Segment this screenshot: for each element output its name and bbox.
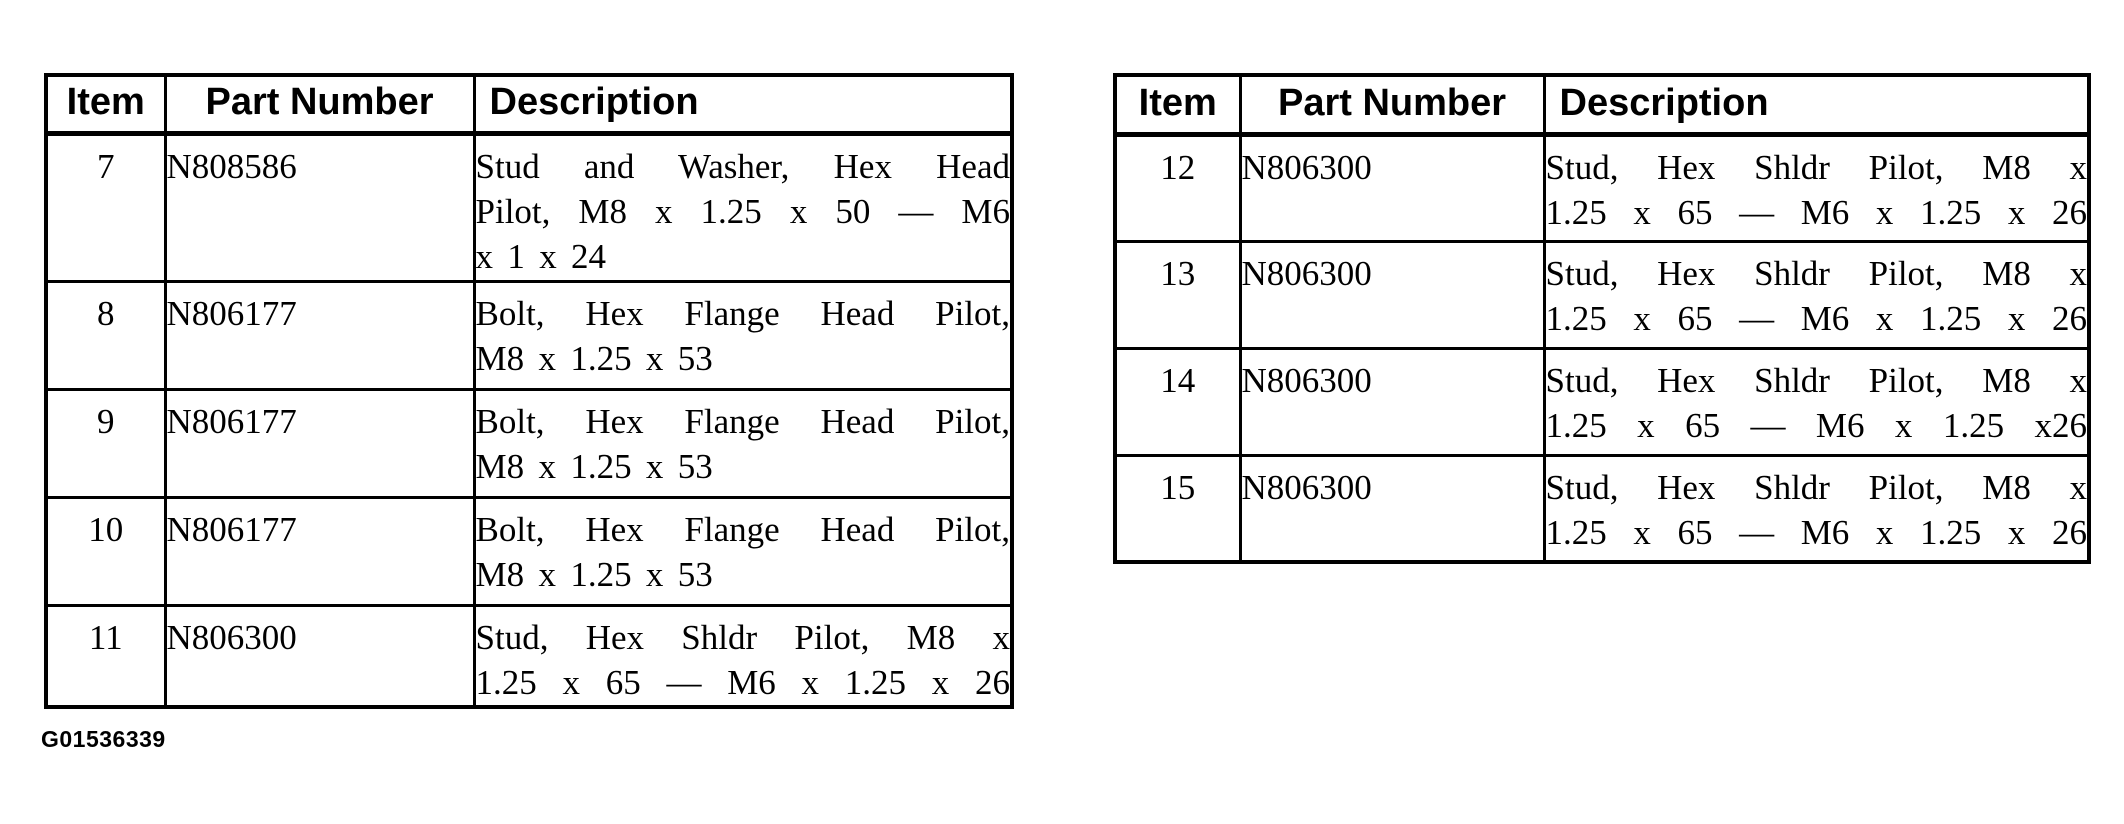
description-cell: Stud, Hex Shldr Pilot, M8 x 1.25 x 65 — … <box>1542 346 2091 457</box>
description-line: 1.25 x 65 — M6 x 1.25 x 26 <box>1545 298 2087 338</box>
description-line: x 1 x 24 <box>475 236 607 276</box>
table-row: 10 N806177 Bolt, Hex Flange Head Pilot, … <box>44 495 1014 607</box>
description-cell: Bolt, Hex Flange Head Pilot, M8 x 1.25 x… <box>472 495 1014 607</box>
description-cell: Stud, Hex Shldr Pilot, M8 x 1.25 x 65 — … <box>1542 453 2091 564</box>
description-cell: Stud, Hex Shldr Pilot, M8 x 1.25 x 65 — … <box>1542 239 2091 350</box>
header-description: Description <box>472 73 1014 136</box>
part-number-cell: N806177 <box>163 387 476 499</box>
table-row: 15 N806300 Stud, Hex Shldr Pilot, M8 x 1… <box>1113 453 2091 564</box>
table-row: 12 N806300 Stud, Hex Shldr Pilot, M8 x 1… <box>1113 132 2091 243</box>
description-line: 1.25 x 65 — M6 x 1.25 x26 <box>1545 405 2087 445</box>
description-line: Pilot, M8 x 1.25 x 50 — M6 <box>475 191 1010 231</box>
description-cell: Stud, Hex Shldr Pilot, M8 x 1.25 x 65 — … <box>472 603 1014 708</box>
part-number-cell: N806300 <box>1238 453 1546 564</box>
table-header-row: Item Part Number Description <box>1113 73 2091 137</box>
description-line: Stud, Hex Shldr Pilot, M8 x <box>1545 360 2087 400</box>
description-line: 1.25 x 65 — M6 x 1.25 x 26 <box>1545 512 2087 552</box>
description-line: Bolt, Hex Flange Head Pilot, <box>475 293 1010 333</box>
description-line: Stud and Washer, Hex Head <box>475 146 1010 186</box>
description-line: Bolt, Hex Flange Head Pilot, <box>475 401 1010 441</box>
description-line: Stud, Hex Shldr Pilot, M8 x <box>1545 147 2087 187</box>
part-number-cell: N806177 <box>163 495 476 607</box>
description-cell: Bolt, Hex Flange Head Pilot, M8 x 1.25 x… <box>472 387 1014 499</box>
header-description: Description <box>1542 73 2091 137</box>
description-line: M8 x 1.25 x 53 <box>475 554 713 594</box>
part-number-cell: N806300 <box>1238 346 1546 457</box>
description-line: Bolt, Hex Flange Head Pilot, <box>475 509 1010 549</box>
header-item: Item <box>44 73 167 136</box>
item-cell: 12 <box>1113 132 1242 243</box>
description-cell: Bolt, Hex Flange Head Pilot, M8 x 1.25 x… <box>472 279 1014 391</box>
part-number-cell: N806177 <box>163 279 476 391</box>
table-row: 8 N806177 Bolt, Hex Flange Head Pilot, M… <box>44 279 1014 391</box>
part-number-cell: N808586 <box>163 131 476 283</box>
parts-table-right: Item Part Number Description 12 N806300 … <box>1113 73 2091 564</box>
description-cell: Stud and Washer, Hex Head Pilot, M8 x 1.… <box>472 131 1014 283</box>
table-header-row: Item Part Number Description <box>44 73 1014 136</box>
item-cell: 13 <box>1113 239 1242 350</box>
table-row: 11 N806300 Stud, Hex Shldr Pilot, M8 x 1… <box>44 603 1014 708</box>
parts-table-left: Item Part Number Description 7 N808586 S… <box>44 73 1014 709</box>
table-row: 13 N806300 Stud, Hex Shldr Pilot, M8 x 1… <box>1113 239 2091 350</box>
item-cell: 8 <box>44 279 167 391</box>
part-number-cell: N806300 <box>163 603 476 708</box>
figure-code: G01536339 <box>41 726 166 752</box>
item-cell: 15 <box>1113 453 1242 564</box>
header-part-number: Part Number <box>1238 73 1546 137</box>
description-line: Stud, Hex Shldr Pilot, M8 x <box>1545 467 2087 507</box>
description-line: 1.25 x 65 — M6 x 1.25 x 26 <box>1545 192 2087 232</box>
table-row: 7 N808586 Stud and Washer, Hex Head Pilo… <box>44 131 1014 283</box>
item-cell: 7 <box>44 131 167 283</box>
description-line: Stud, Hex Shldr Pilot, M8 x <box>475 617 1010 657</box>
table-row: 9 N806177 Bolt, Hex Flange Head Pilot, M… <box>44 387 1014 499</box>
description-line: M8 x 1.25 x 53 <box>475 338 713 378</box>
item-cell: 10 <box>44 495 167 607</box>
item-cell: 9 <box>44 387 167 499</box>
item-cell: 11 <box>44 603 167 708</box>
description-cell: Stud, Hex Shldr Pilot, M8 x 1.25 x 65 — … <box>1542 132 2091 243</box>
description-line: 1.25 x 65 — M6 x 1.25 x 26 <box>475 662 1010 702</box>
part-number-cell: N806300 <box>1238 132 1546 243</box>
header-item: Item <box>1113 73 1242 137</box>
description-line: Stud, Hex Shldr Pilot, M8 x <box>1545 253 2087 293</box>
description-line: M8 x 1.25 x 53 <box>475 446 713 486</box>
item-cell: 14 <box>1113 346 1242 457</box>
part-number-cell: N806300 <box>1238 239 1546 350</box>
table-row: 14 N806300 Stud, Hex Shldr Pilot, M8 x 1… <box>1113 346 2091 457</box>
header-part-number: Part Number <box>163 73 476 136</box>
